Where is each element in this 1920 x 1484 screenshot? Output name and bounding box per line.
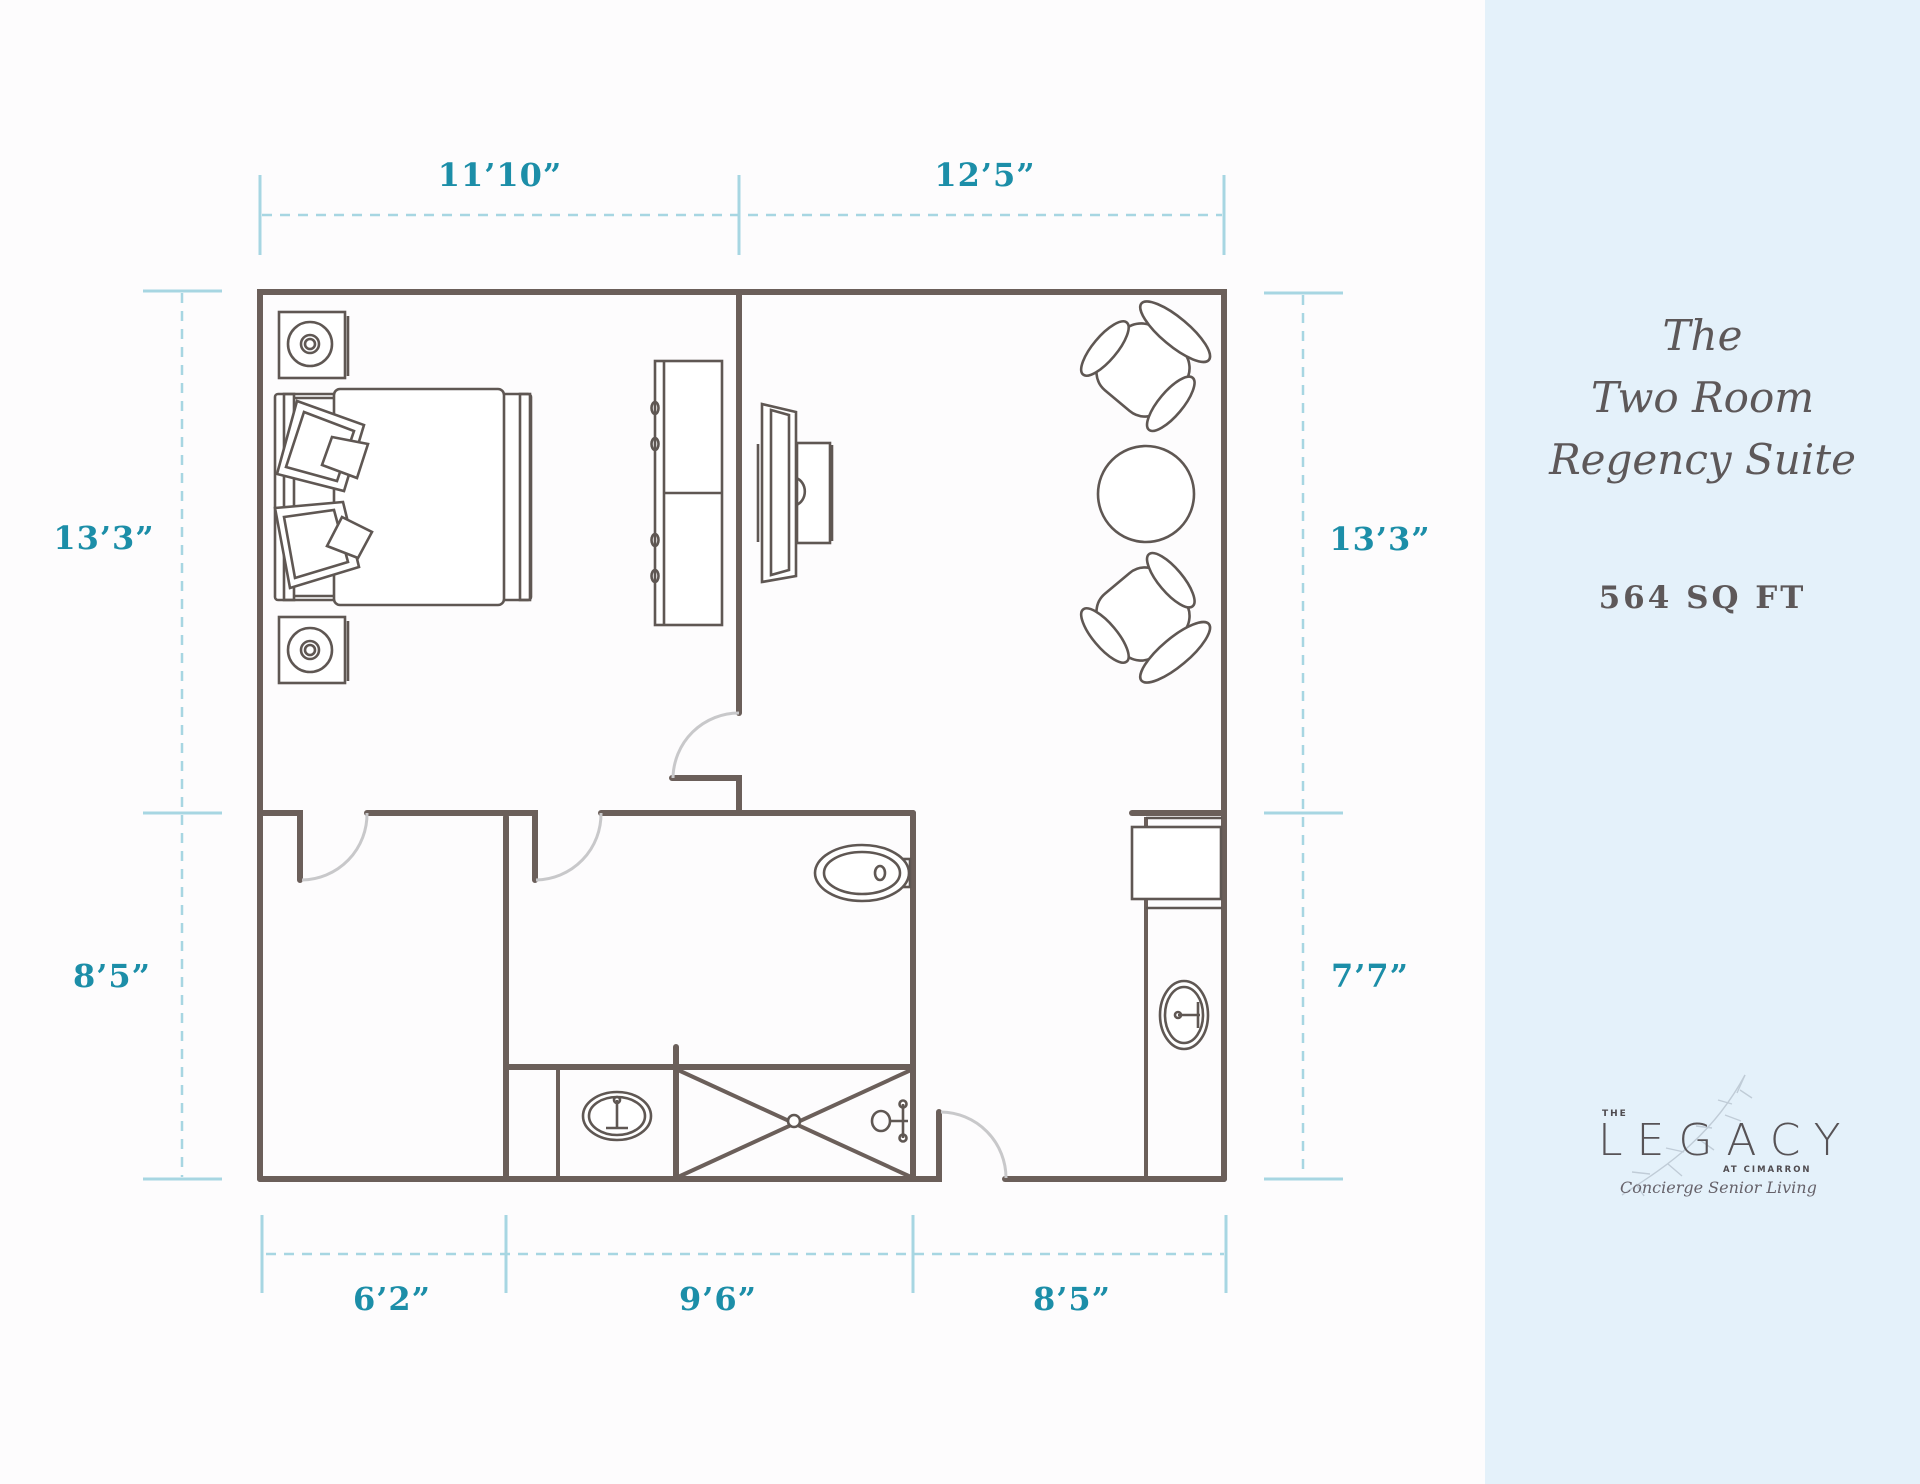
armchair-bottom bbox=[1079, 551, 1212, 684]
bath-sink bbox=[581, 1090, 653, 1142]
floor-plan-area bbox=[0, 0, 1485, 1484]
dim-right-lower: 7’7” bbox=[1331, 957, 1409, 995]
doors bbox=[301, 711, 1008, 1179]
dimension-bottom: 6’2” 9’6” 8’5” bbox=[260, 1215, 1228, 1318]
dim-bottom-right: 8’5” bbox=[1033, 1280, 1111, 1318]
closet-door-swing bbox=[301, 812, 369, 882]
nightstand-top bbox=[277, 310, 350, 380]
logo-tagline: Concierge Senior Living bbox=[1620, 1178, 1817, 1197]
dim-bottom-center: 9’6” bbox=[679, 1280, 757, 1318]
logo-subtitle: AT CIMARRON bbox=[1723, 1165, 1812, 1175]
dimension-left: 13’3” 8’5” bbox=[53, 289, 222, 1181]
bed bbox=[273, 387, 533, 607]
dim-top-left: 11’10” bbox=[438, 156, 563, 194]
logo-name: LEGACY bbox=[1598, 1115, 1855, 1166]
suite-title-line-2: Two Room bbox=[1590, 373, 1815, 422]
nightstand-bottom bbox=[277, 615, 350, 685]
bedroom-door-swing bbox=[671, 711, 740, 779]
armchair-top bbox=[1079, 300, 1212, 433]
suite-title-line-1: The bbox=[1662, 311, 1743, 360]
kitchenette-appliance bbox=[1130, 816, 1223, 910]
suite-title-line-3: Regency Suite bbox=[1549, 435, 1856, 484]
dimension-top: 11’10” 12’5” bbox=[258, 156, 1226, 255]
dim-top-right: 12’5” bbox=[934, 156, 1035, 194]
suite-area: 564 SQ FT bbox=[1598, 580, 1807, 616]
dim-right-upper: 13’3” bbox=[1329, 520, 1430, 558]
toilet bbox=[813, 843, 912, 903]
logo-the: THE bbox=[1602, 1109, 1628, 1119]
kitchenette-sink bbox=[1158, 979, 1210, 1051]
dresser bbox=[650, 359, 724, 627]
logo-leaf-icon bbox=[1621, 1074, 1753, 1197]
tv-stand bbox=[756, 402, 834, 584]
entry-door-swing bbox=[940, 1110, 1008, 1179]
dim-bottom-left: 6’2” bbox=[353, 1280, 431, 1318]
bath-door-swing bbox=[535, 812, 603, 882]
walls bbox=[257, 289, 1227, 1182]
dimension-right: 13’3” 7’7” bbox=[1264, 291, 1430, 1181]
info-sidebar bbox=[1485, 0, 1920, 1484]
legacy-logo: THE LEGACY AT CIMARRON Concierge Senior … bbox=[1560, 1095, 1841, 1205]
dim-left-upper: 13’3” bbox=[53, 519, 154, 557]
round-table bbox=[1096, 444, 1196, 544]
shower bbox=[677, 1068, 912, 1179]
dim-left-lower: 8’5” bbox=[73, 957, 151, 995]
